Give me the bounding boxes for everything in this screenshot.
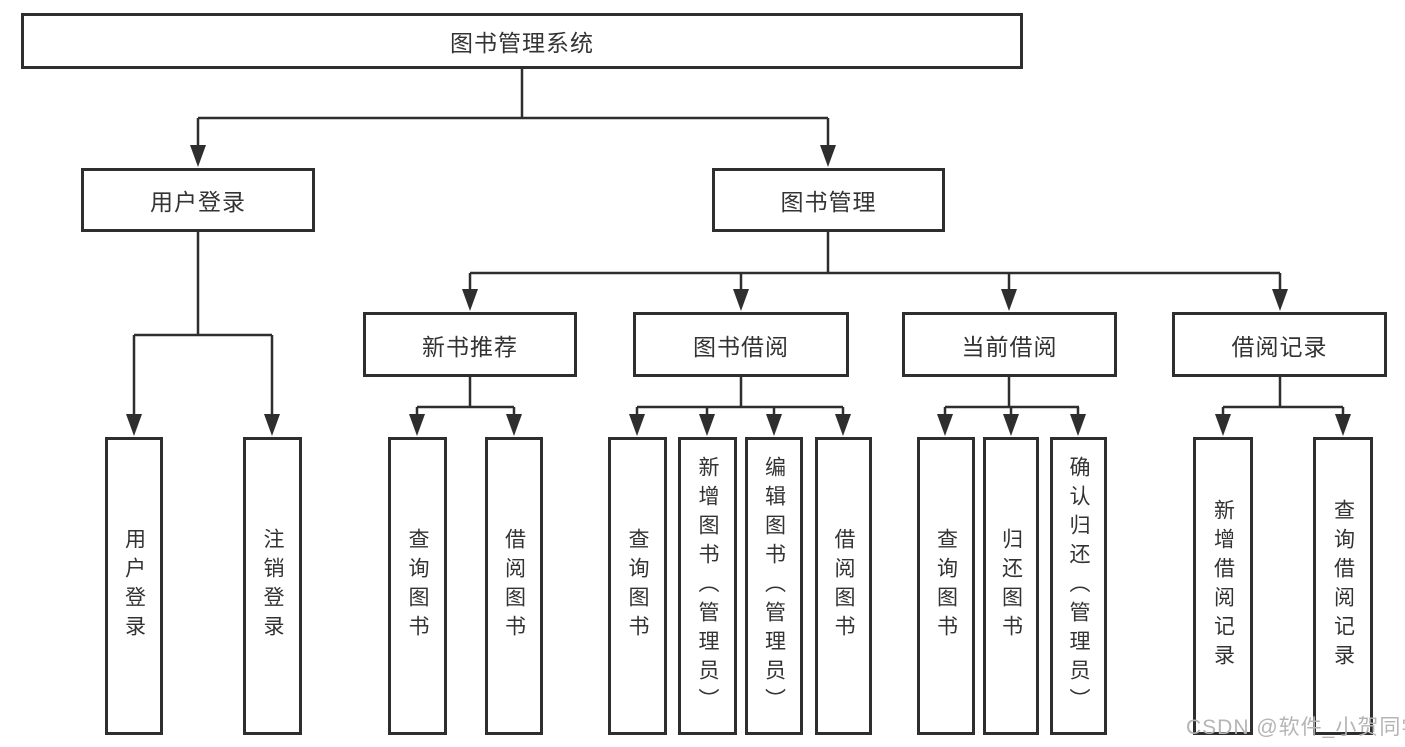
node-label: 确认归还（管理员） — [1067, 455, 1090, 717]
arrowhead — [766, 414, 782, 436]
leaf-query-book-1: 查询图书 — [388, 437, 447, 735]
node-label: 用户登录 — [122, 528, 146, 644]
node-label: 借阅图书 — [832, 528, 855, 644]
connector-borrow-to-leaves — [635, 377, 845, 419]
leaf-query-book-3: 查询图书 — [917, 437, 975, 735]
arrowhead — [1335, 414, 1351, 436]
arrowhead — [629, 414, 645, 436]
arrowhead — [733, 289, 749, 311]
leaf-logout: 注销登录 — [243, 437, 302, 735]
leaf-borrow-book-1: 借阅图书 — [485, 437, 543, 735]
leaf-query-borrow-record: 查询借阅记录 — [1313, 437, 1373, 735]
arrowhead — [835, 414, 851, 436]
connector-root-to-level2 — [196, 69, 830, 150]
node-label: 图书管理 — [780, 189, 877, 215]
node-label: 查询图书 — [406, 528, 429, 644]
arrowhead — [937, 414, 953, 436]
node-label: 新增借阅记录 — [1211, 499, 1235, 673]
node-label: 新增图书（管理员） — [696, 455, 719, 717]
node-current-borrow: 当前借阅 — [902, 312, 1117, 377]
arrowhead — [1272, 289, 1288, 311]
connector-newbook-to-leaves — [415, 377, 516, 419]
arrowhead — [506, 414, 522, 436]
node-label: 查询图书 — [934, 528, 958, 644]
arrowhead — [409, 414, 425, 436]
node-book-borrow: 图书借阅 — [633, 312, 849, 377]
node-label: 图书管理系统 — [450, 30, 594, 56]
node-label: 借阅记录 — [1231, 333, 1328, 360]
connector-bookmgmt-to-level3 — [468, 232, 1282, 294]
leaf-add-book-admin: 新增图书（管理员） — [678, 437, 737, 735]
node-label: 用户登录 — [150, 189, 246, 215]
connector-records-to-leaves — [1221, 377, 1345, 419]
node-label: 借阅图书 — [502, 528, 526, 644]
arrowhead — [190, 145, 206, 167]
leaf-add-borrow-record: 新增借阅记录 — [1193, 437, 1253, 735]
connector-current-to-leaves — [943, 377, 1080, 419]
arrowhead — [1003, 414, 1019, 436]
leaf-user-login: 用户登录 — [105, 437, 163, 735]
leaf-query-book-2: 查询图书 — [608, 437, 667, 735]
arrowhead — [462, 289, 478, 311]
node-root-library-system: 图书管理系统 — [21, 13, 1023, 69]
arrowhead — [126, 414, 142, 436]
arrowhead — [1070, 414, 1086, 436]
node-label: 注销登录 — [261, 528, 284, 644]
node-label: 当前借阅 — [961, 333, 1058, 360]
node-book-management: 图书管理 — [712, 168, 945, 232]
node-label: 图书借阅 — [693, 333, 789, 360]
node-borrow-records: 借阅记录 — [1172, 312, 1387, 377]
arrowhead — [1001, 289, 1017, 311]
node-user-login: 用户登录 — [81, 168, 315, 232]
node-label: 归还图书 — [999, 528, 1023, 644]
node-new-book-recommend: 新书推荐 — [363, 312, 577, 377]
csdn-watermark: CSDN @软件_小贺同学 — [1186, 716, 1405, 739]
leaf-return-book: 归还图书 — [983, 437, 1039, 735]
leaf-borrow-book-2: 借阅图书 — [815, 437, 872, 735]
leaf-edit-book-admin: 编辑图书（管理员） — [745, 437, 803, 735]
arrowhead — [820, 145, 836, 167]
leaf-confirm-return-admin: 确认归还（管理员） — [1050, 437, 1107, 735]
arrowhead — [264, 414, 280, 436]
arrowhead — [699, 414, 715, 436]
arrowhead — [1215, 414, 1231, 436]
node-label: 查询图书 — [626, 528, 649, 644]
arrowheads — [126, 145, 1351, 436]
node-label: 编辑图书（管理员） — [762, 455, 786, 717]
connector-userlogin-to-leaves — [132, 232, 274, 419]
node-label: 查询借阅记录 — [1331, 499, 1355, 673]
node-label: 新书推荐 — [422, 333, 518, 360]
